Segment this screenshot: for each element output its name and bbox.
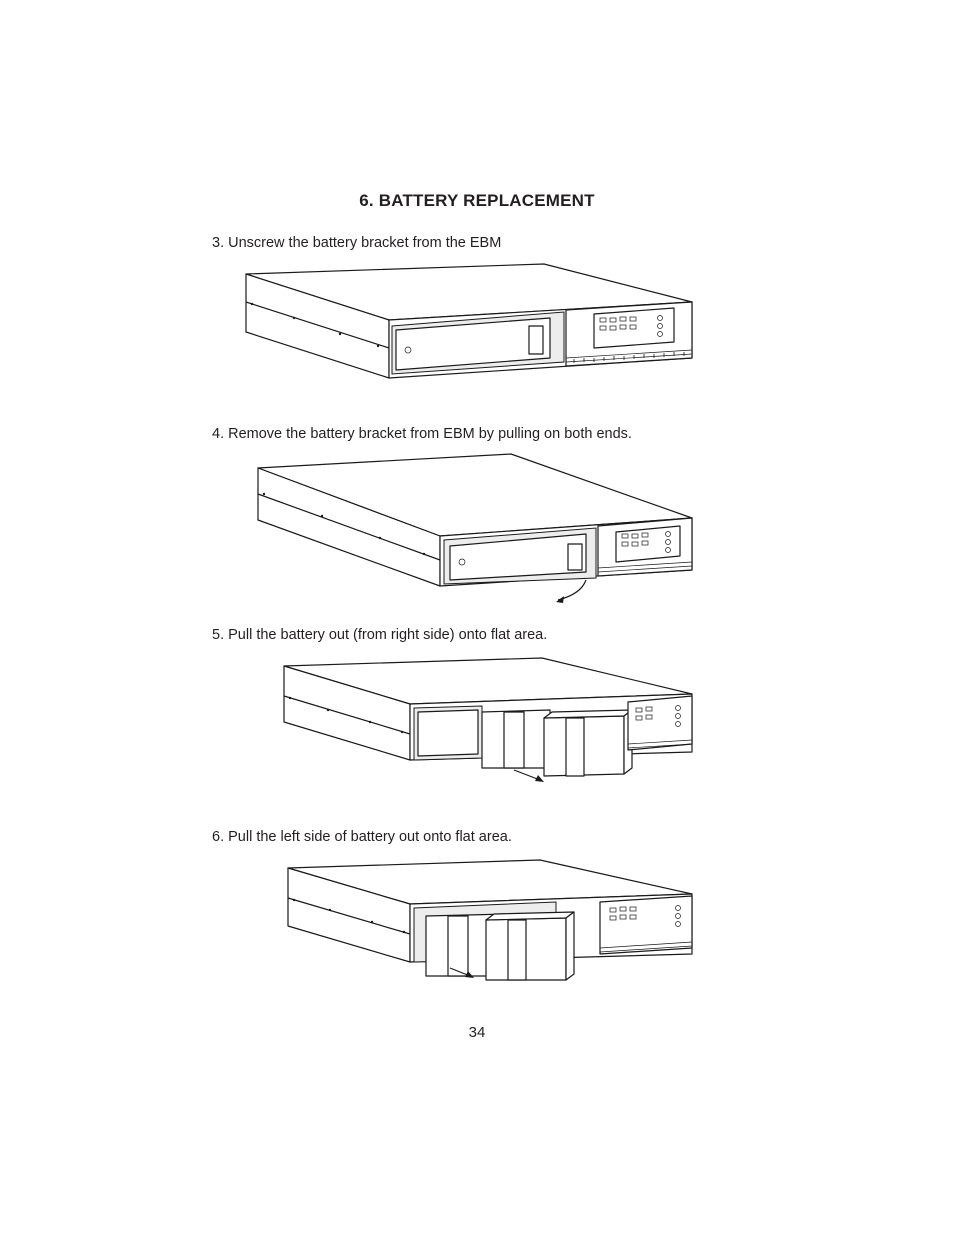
step-3-text: 3. Unscrew the battery bracket from the … — [212, 235, 502, 251]
figure-step-5 — [282, 656, 696, 786]
step-4-text: 4. Remove the battery bracket from EBM b… — [212, 426, 632, 442]
figure-step-6 — [286, 858, 696, 988]
page-number: 34 — [468, 1024, 486, 1041]
step-5-text: 5. Pull the battery out (from right side… — [212, 627, 548, 643]
figure-step-3 — [244, 262, 696, 380]
figure-step-4 — [256, 452, 696, 604]
step-6-text: 6. Pull the left side of battery out ont… — [212, 829, 512, 845]
section-title: 6. BATTERY REPLACEMENT — [359, 191, 595, 210]
